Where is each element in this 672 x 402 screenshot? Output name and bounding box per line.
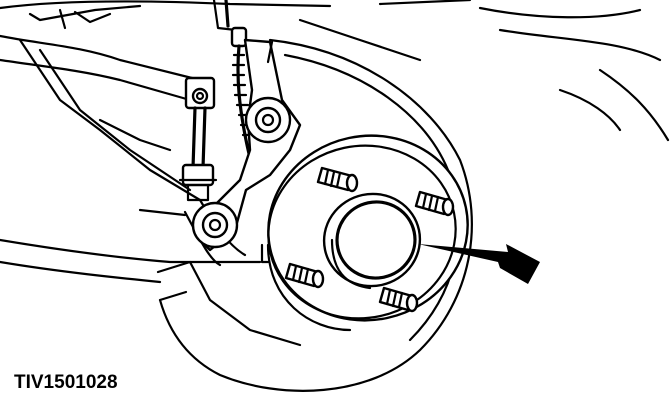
wheel-stud xyxy=(316,166,359,193)
figure-id-label: TIV1501028 xyxy=(14,372,118,393)
wheel-stud xyxy=(378,286,419,313)
hub-center-bore xyxy=(322,192,422,290)
stabilizer-link xyxy=(178,76,218,202)
wheel-stud xyxy=(414,190,455,217)
steering-knuckle xyxy=(191,38,302,252)
wheel-stud xyxy=(284,262,325,289)
brake-hose xyxy=(212,0,256,177)
callout-arrow xyxy=(418,244,540,284)
wheel-studs xyxy=(284,166,455,313)
upper-body-structure xyxy=(0,0,670,142)
